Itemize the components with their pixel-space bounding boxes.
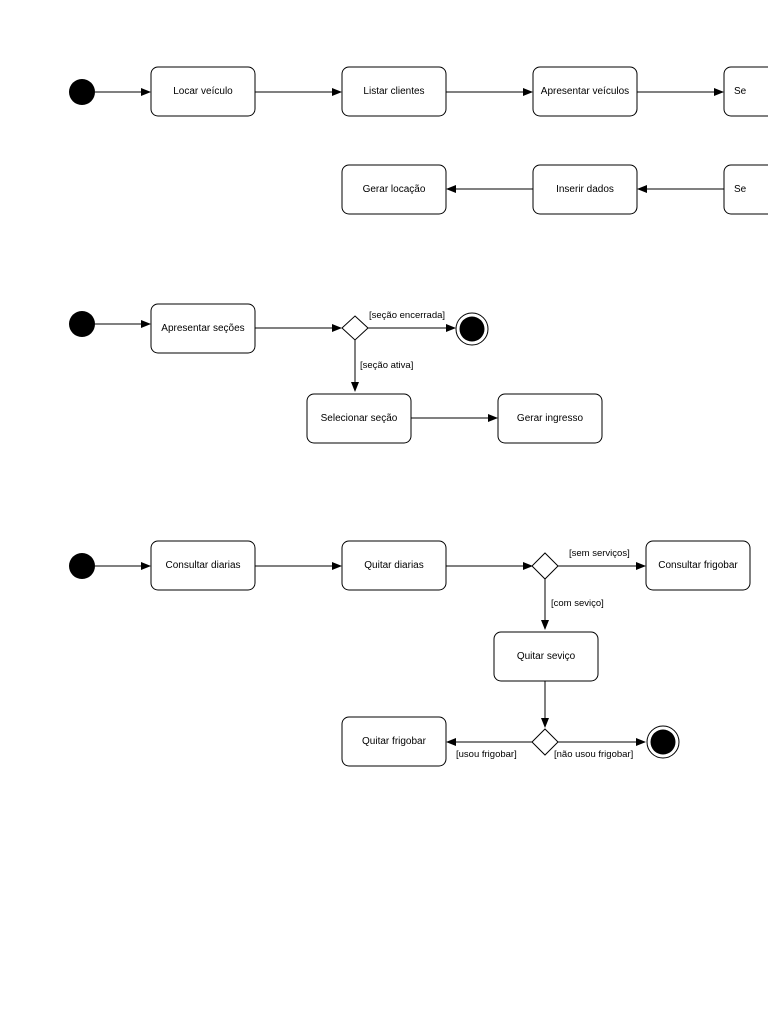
final-node bbox=[455, 312, 489, 346]
action-label: Quitar diarias bbox=[364, 560, 423, 571]
action-label: Quitar seviço bbox=[517, 651, 576, 662]
action-label: Selecionar seção bbox=[321, 413, 398, 424]
action-label: Se bbox=[734, 184, 747, 195]
action-label: Apresentar veículos bbox=[541, 86, 629, 97]
action-label: Gerar ingresso bbox=[517, 413, 584, 424]
initial-node bbox=[69, 553, 95, 579]
guard-nao-usou-frigobar: [não usou frigobar] bbox=[554, 749, 633, 760]
action-label: Consultar frigobar bbox=[658, 560, 738, 571]
initial-node bbox=[69, 311, 95, 337]
action-label: Locar veículo bbox=[173, 86, 233, 97]
action-label: Listar clientes bbox=[363, 86, 424, 97]
action-label: Apresentar seções bbox=[161, 323, 244, 334]
action-apresentar-veiculos: Apresentar veículos bbox=[532, 66, 638, 117]
guard-secao-ativa: [seção ativa] bbox=[360, 360, 413, 371]
guard-sem-servicos: [sem serviços] bbox=[569, 548, 630, 559]
action-consultar-frigobar: Consultar frigobar bbox=[645, 540, 751, 591]
initial-node bbox=[69, 79, 95, 105]
decision-node bbox=[531, 728, 559, 756]
action-quitar-diarias: Quitar diarias bbox=[341, 540, 447, 591]
action-quitar-servico: Quitar seviço bbox=[493, 631, 599, 682]
diagram-checkout: Consultar diarias Quitar diarias [sem se… bbox=[69, 540, 751, 767]
action-selecionar-secao: Selecionar seção bbox=[306, 393, 412, 444]
guard-com-servico: [com seviço] bbox=[551, 598, 604, 609]
action-consultar-diarias: Consultar diarias bbox=[150, 540, 256, 591]
action-selecionar-truncated-top: Se bbox=[723, 66, 768, 117]
action-gerar-locacao: Gerar locação bbox=[341, 164, 447, 215]
decision-node bbox=[531, 552, 559, 580]
diagram-sessions: Apresentar seções [seção encerrada] [seç… bbox=[69, 303, 603, 444]
decision-node bbox=[341, 315, 369, 341]
diagram-vehicle-rental: Locar veículo Listar clientes Apresentar… bbox=[69, 66, 768, 215]
action-gerar-ingresso: Gerar ingresso bbox=[497, 393, 603, 444]
action-selecionar-truncated-bottom: Se bbox=[723, 164, 768, 215]
final-node bbox=[646, 725, 680, 759]
action-locar-veiculo: Locar veículo bbox=[150, 66, 256, 117]
action-label: Inserir dados bbox=[556, 184, 614, 195]
action-quitar-frigobar: Quitar frigobar bbox=[341, 716, 447, 767]
action-inserir-dados: Inserir dados bbox=[532, 164, 638, 215]
action-label: Consultar diarias bbox=[165, 560, 240, 571]
action-label: Gerar locação bbox=[363, 184, 426, 195]
action-label: Quitar frigobar bbox=[362, 736, 427, 747]
guard-secao-encerrada: [seção encerrada] bbox=[369, 310, 445, 321]
guard-usou-frigobar: [usou frigobar] bbox=[456, 749, 517, 760]
action-label: Se bbox=[734, 86, 747, 97]
action-listar-clientes: Listar clientes bbox=[341, 66, 447, 117]
action-apresentar-secoes: Apresentar seções bbox=[150, 303, 256, 354]
